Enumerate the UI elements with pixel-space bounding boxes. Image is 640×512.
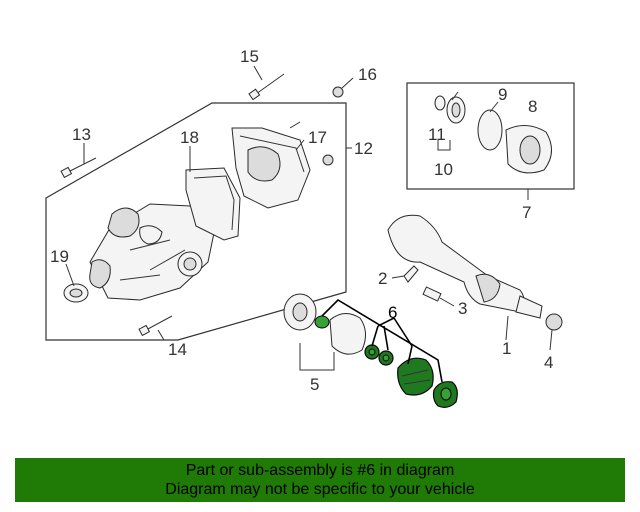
callout-5: 5 xyxy=(310,375,319,394)
callout-18: 18 xyxy=(180,128,199,147)
part-6-ring-a xyxy=(364,344,380,360)
inner-boot-group xyxy=(283,293,366,371)
circlip xyxy=(434,95,446,111)
info-banner: Part or sub-assembly is #6 in diagram Di… xyxy=(15,458,625,502)
differential-rear-lid xyxy=(231,127,311,209)
plug-16 xyxy=(332,86,344,98)
callout-7: 7 xyxy=(522,203,531,222)
callout-4: 4 xyxy=(544,353,553,372)
boot-kit-group xyxy=(406,82,575,200)
callout-6: 6 xyxy=(388,303,397,322)
callout-13: 13 xyxy=(72,125,91,144)
callout-8: 8 xyxy=(528,97,537,116)
parts-diagram: 15 16 13 18 17 12 19 14 9 8 11 10 7 2 3 … xyxy=(45,47,575,408)
leader-lines xyxy=(65,65,553,351)
differential-group xyxy=(45,73,352,341)
differential-housing xyxy=(89,203,216,301)
gasket-8 xyxy=(477,109,503,151)
small-bolt xyxy=(289,121,334,166)
part-6-large-clamp xyxy=(432,381,458,408)
part-6-small-clamp xyxy=(314,315,330,329)
seal-19 xyxy=(63,283,89,303)
callout-15: 15 xyxy=(240,47,259,66)
callout-2: 2 xyxy=(378,269,387,288)
callout-1: 1 xyxy=(502,339,511,358)
callout-9: 9 xyxy=(498,85,507,104)
part-6-boot xyxy=(397,357,434,396)
callout-14: 14 xyxy=(168,340,187,359)
part-6-components xyxy=(314,298,458,408)
banner-line-1: Part or sub-assembly is #6 in diagram xyxy=(185,462,455,479)
clip-2 xyxy=(403,265,419,283)
ring-9 xyxy=(446,96,466,124)
cv-joint-housing xyxy=(505,125,552,174)
callout-11: 11 xyxy=(428,125,446,144)
part-6-ring-b xyxy=(378,350,394,366)
callout-19: 19 xyxy=(50,247,69,266)
callout-12: 12 xyxy=(354,139,373,158)
axle-shaft xyxy=(387,214,563,331)
callout-10: 10 xyxy=(434,160,453,179)
banner-line-2: Diagram may not be specific to your vehi… xyxy=(165,481,475,498)
bolt-15 xyxy=(248,73,285,101)
callout-16: 16 xyxy=(358,65,377,84)
differential-cover xyxy=(185,167,241,241)
bolt-3 xyxy=(422,286,442,302)
callouts: 15 16 13 18 17 12 19 14 9 8 11 10 7 2 3 … xyxy=(50,47,553,394)
bolt-14 xyxy=(138,315,173,337)
callout-17: 17 xyxy=(308,128,327,147)
bolt-13 xyxy=(60,157,97,179)
callout-3: 3 xyxy=(458,299,467,318)
